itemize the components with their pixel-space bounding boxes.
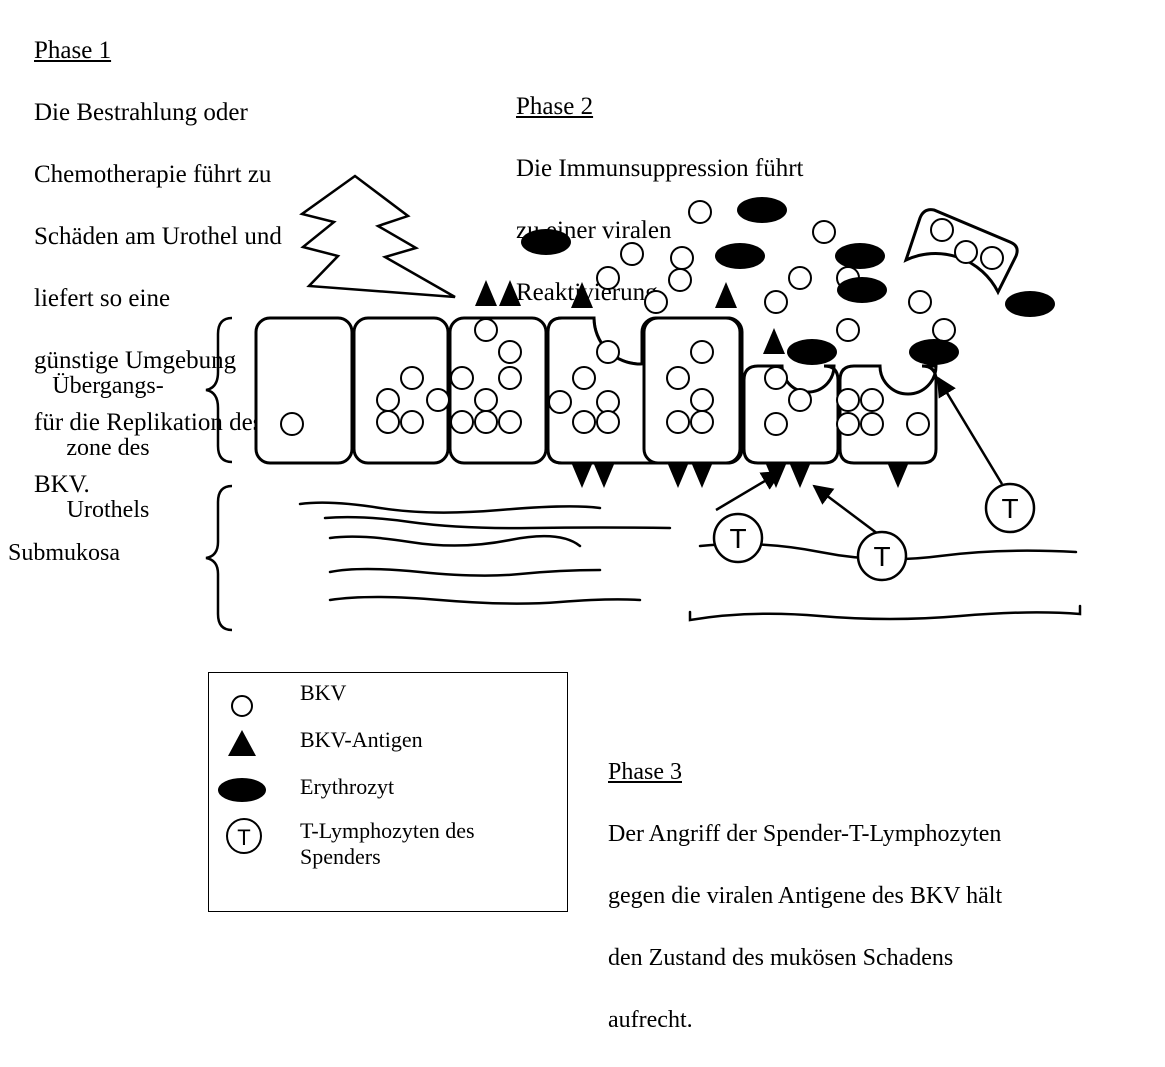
bkv-particle-icon <box>691 411 713 433</box>
bkv-particle-icon <box>451 367 473 389</box>
bkv-antigen-icon <box>887 462 909 488</box>
submukosa-brace <box>206 486 232 630</box>
bkv-particle-icon <box>813 221 835 243</box>
urothel-brace <box>206 318 232 462</box>
bkv-antigen-icon <box>571 462 593 488</box>
bkv-particle-icon <box>789 389 811 411</box>
bkv-particle-icon <box>499 367 521 389</box>
bkv-particle-icon <box>789 267 811 289</box>
erythrocyte-icon <box>835 243 885 269</box>
fibre-line <box>330 536 580 546</box>
bkv-particle-icon <box>671 247 693 269</box>
urothelium-diagram: TTT T <box>0 0 1165 909</box>
bkv-antigen-icon <box>789 462 811 488</box>
t-lymphocyte-letter: T <box>1001 493 1018 524</box>
bkv-antigen-icon <box>763 328 785 354</box>
arrow-t3 <box>938 378 1002 484</box>
radiation-lightning-icon <box>302 176 455 297</box>
bkv-particle-icon <box>281 413 303 435</box>
bkv-particle-icon <box>475 411 497 433</box>
bkv-particle-icon <box>621 243 643 265</box>
bkv-particle-icon <box>499 341 521 363</box>
bkv-particle-icon <box>499 411 521 433</box>
legend-bkv-label: BKV <box>300 680 346 706</box>
fibre-line <box>330 569 600 576</box>
bkv-particle-icon <box>667 411 689 433</box>
bkv-particle-icon <box>669 269 691 291</box>
bkv-particle-icon <box>401 367 423 389</box>
phase3-line: aufrecht. <box>608 1005 1156 1036</box>
bkv-particle-icon <box>837 389 859 411</box>
submukosa-fibres <box>300 503 1080 620</box>
cell-1 <box>256 318 352 463</box>
erythrocyte-icon <box>787 339 837 365</box>
erythrocyte-icon <box>1005 291 1055 317</box>
bkv-antigen-icon <box>691 462 713 488</box>
erythrocyte-icon <box>737 197 787 223</box>
bkv-particle-icon <box>861 389 883 411</box>
bkv-antigen-icon <box>593 462 615 488</box>
legend-t-lymph-line: Spenders <box>300 844 475 870</box>
cell-6 <box>744 366 838 463</box>
fibre-line <box>690 606 1080 620</box>
bkv-particle-icon <box>377 411 399 433</box>
bkv-antigen-icon <box>667 462 689 488</box>
erythrocyte-icon <box>837 277 887 303</box>
erythrocyte-icon <box>715 243 765 269</box>
t-lymphocyte-letter: T <box>729 523 746 554</box>
cell-3 <box>450 318 546 463</box>
bkv-particle-icon <box>931 219 953 241</box>
bkv-particle-icon <box>597 267 619 289</box>
bkv-antigen-icon <box>475 280 497 306</box>
cell-5-outline <box>644 318 740 463</box>
bkv-particle-icon <box>765 413 787 435</box>
bkv-particle-icon <box>981 247 1003 269</box>
bkv-particle-icon <box>765 367 787 389</box>
bkv-particle-icon <box>597 341 619 363</box>
t-lymphocyte-letter: T <box>873 541 890 572</box>
erythrocyte-icon <box>909 339 959 365</box>
legend-antigen-label: BKV-Antigen <box>300 727 423 753</box>
bkv-antigen-icon <box>571 282 593 308</box>
bkv-particle-icon <box>691 389 713 411</box>
bkv-particle-icon <box>549 391 571 413</box>
bkv-particle-icon <box>667 367 689 389</box>
bkv-particle-icon <box>907 413 929 435</box>
erythrocyte-icon <box>521 229 571 255</box>
bkv-particle-icon <box>475 389 497 411</box>
arrow-t2 <box>814 486 878 534</box>
bkv-particle-icon <box>645 291 667 313</box>
bkv-particle-icon <box>377 389 399 411</box>
legend-t-lymph-line: T-Lymphozyten des <box>300 818 475 844</box>
bkv-particle-icon <box>401 411 423 433</box>
bkv-particle-icon <box>427 389 449 411</box>
fibre-line <box>325 517 670 528</box>
bkv-particle-icon <box>837 413 859 435</box>
bkv-particle-icon <box>597 411 619 433</box>
fibre-line <box>300 503 600 513</box>
legend-erythrocyte-label: Erythrozyt <box>300 774 394 800</box>
bkv-particle-icon <box>691 341 713 363</box>
arrow-t1 <box>716 472 780 510</box>
bkv-particle-icon <box>573 411 595 433</box>
bkv-antigen-icon <box>715 282 737 308</box>
bkv-particle-icon <box>689 201 711 223</box>
bkv-particle-icon <box>861 413 883 435</box>
bkv-particle-icon <box>597 391 619 413</box>
legend-t-lymph-label: T-Lymphozyten des Spenders <box>300 818 475 870</box>
bkv-particle-icon <box>451 411 473 433</box>
bkv-particle-icon <box>765 291 787 313</box>
bkv-particle-icon <box>933 319 955 341</box>
phase3-line: den Zustand des mukösen Schadens <box>608 943 1156 974</box>
fibre-line <box>330 597 640 604</box>
bkv-particle-icon <box>573 367 595 389</box>
bkv-particle-icon <box>475 319 497 341</box>
bkv-antigen-icon <box>499 280 521 306</box>
bkv-particle-icon <box>837 319 859 341</box>
bkv-particle-icon <box>909 291 931 313</box>
bkv-particle-icon <box>955 241 977 263</box>
